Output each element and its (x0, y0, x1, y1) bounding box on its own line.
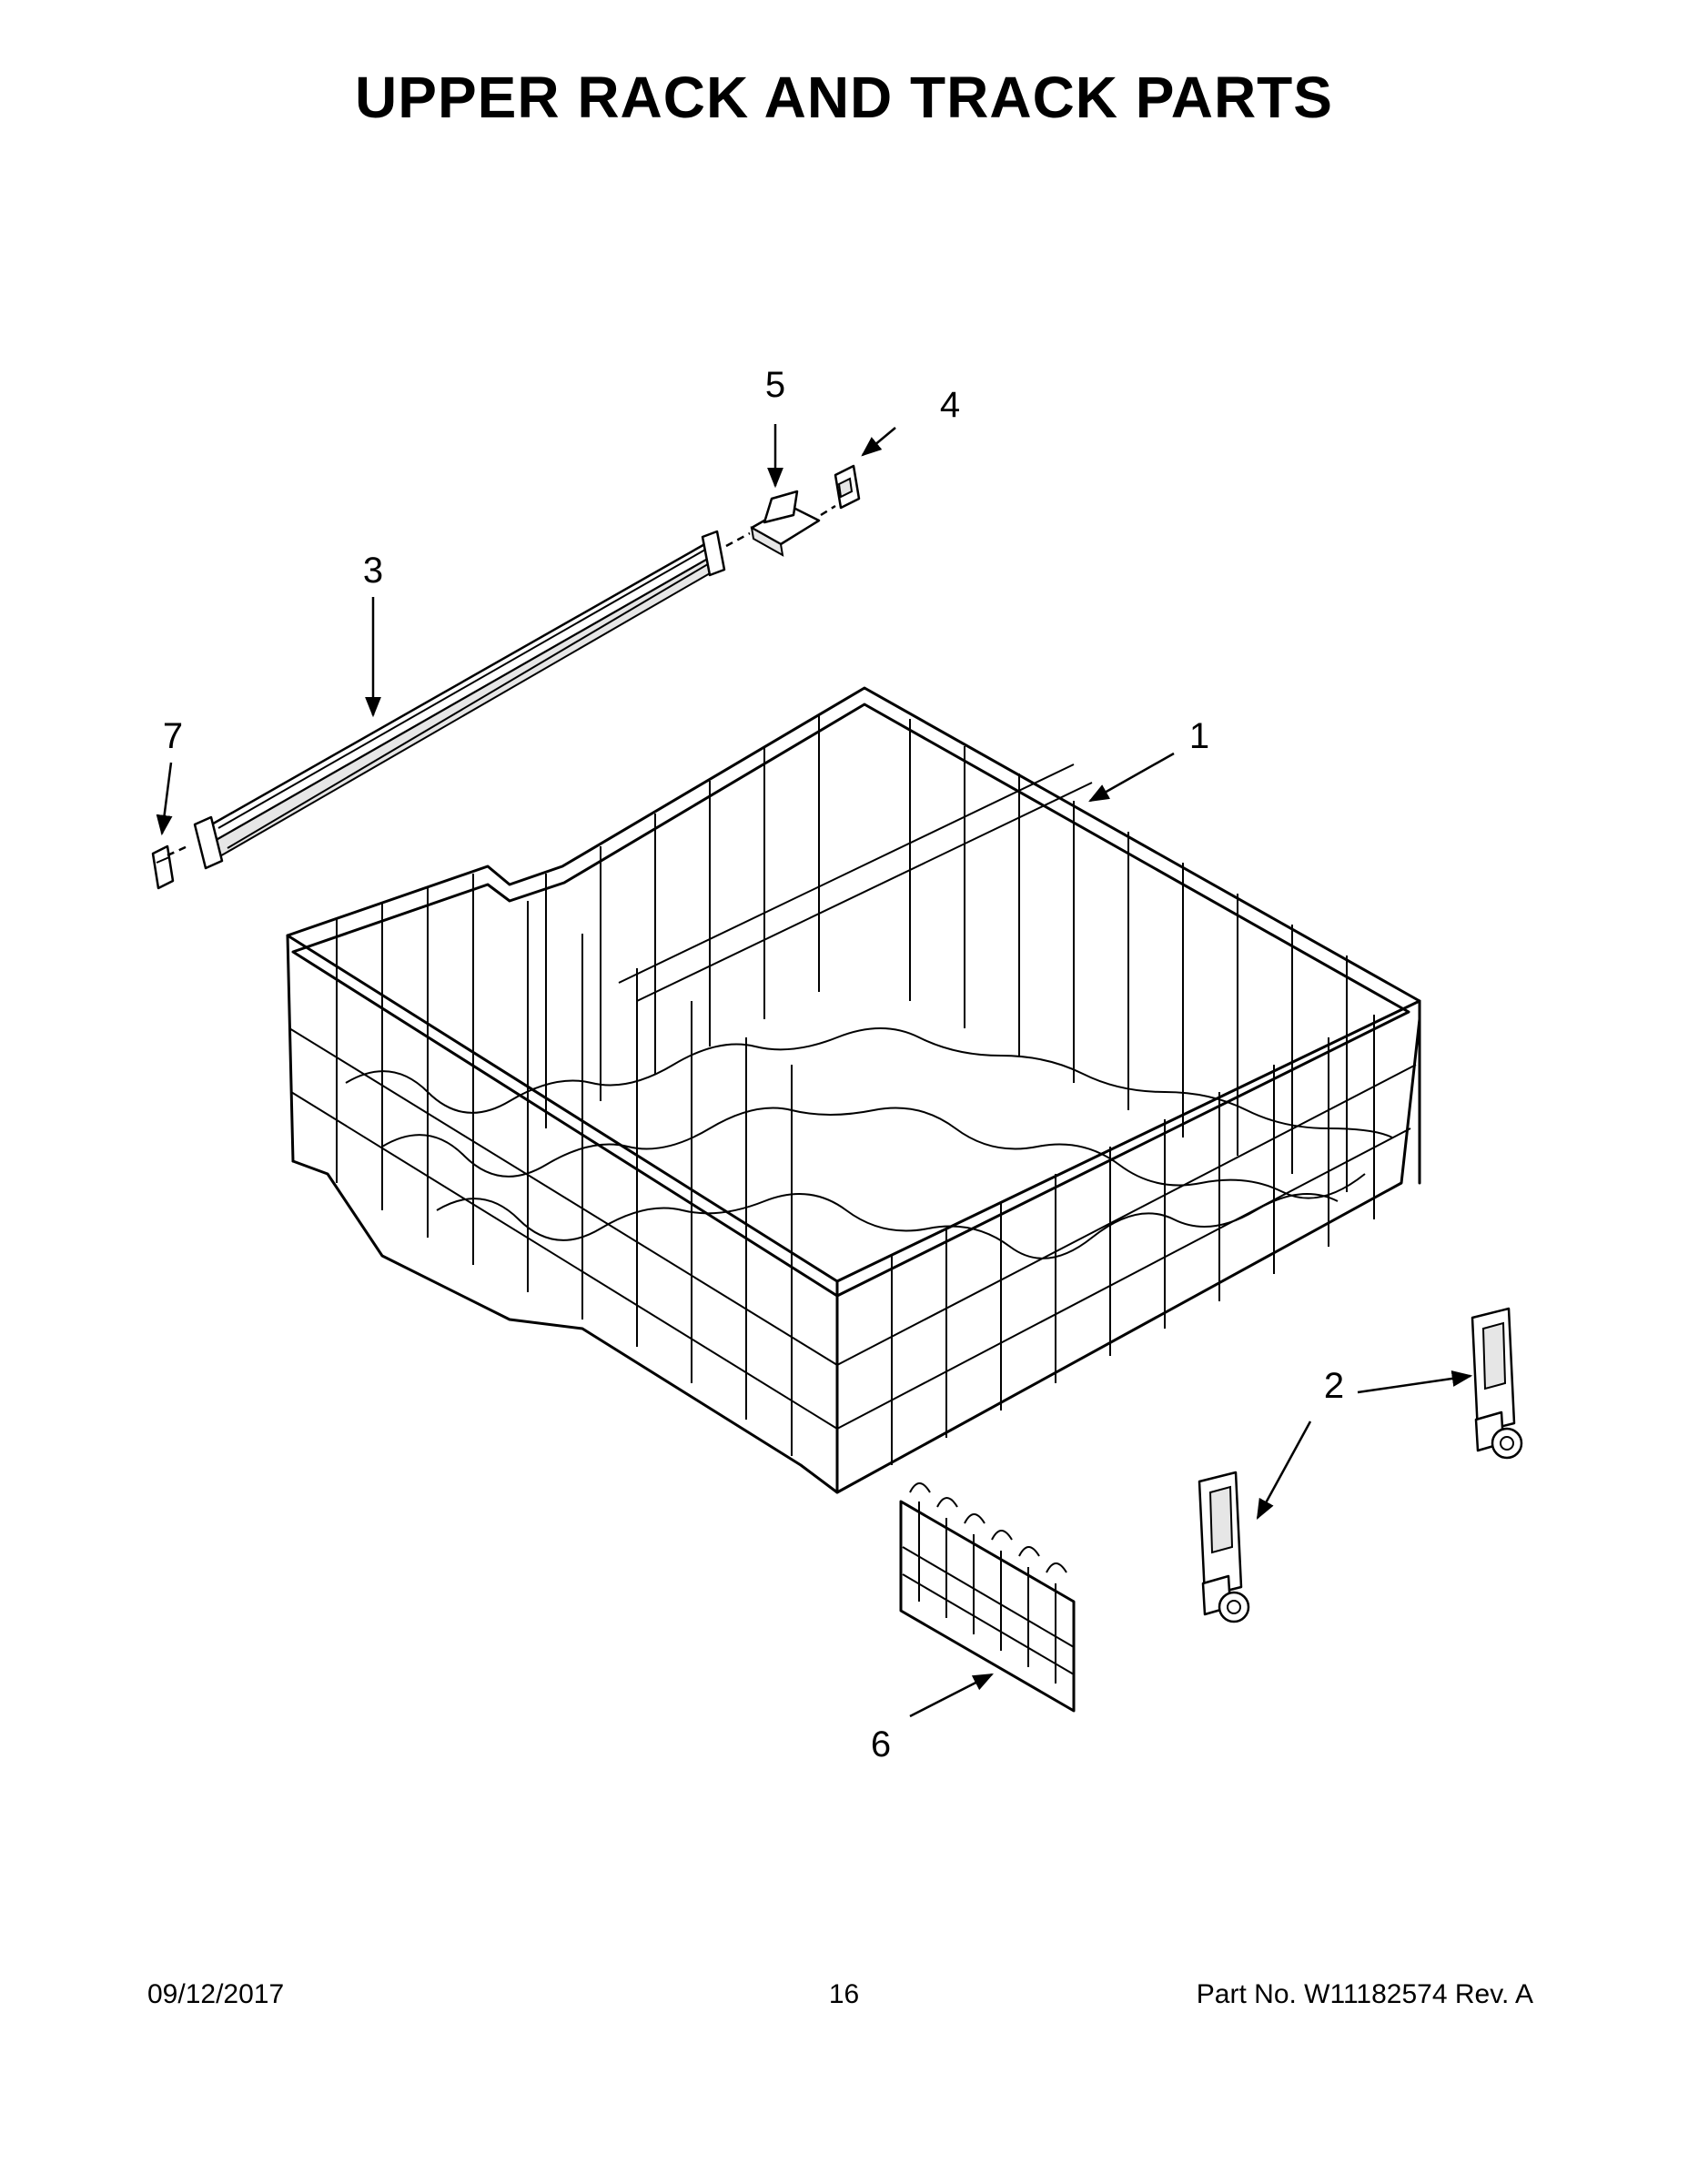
callout-5: 5 (765, 365, 785, 405)
footer-part-number: Part No. W11182574 Rev. A (1196, 1979, 1533, 2009)
callout-1: 1 (1189, 716, 1209, 756)
rack-adjuster-rear (1471, 1307, 1523, 1460)
rack-adjuster-front (1198, 1471, 1250, 1623)
rail-end-cap (151, 844, 175, 890)
footer-date: 09/12/2017 (147, 1979, 285, 2009)
callout-2: 2 (1324, 1366, 1344, 1406)
end-clip (834, 464, 861, 510)
track-rail (193, 530, 726, 870)
callout-4: 4 (940, 385, 960, 425)
callout-6: 6 (871, 1724, 891, 1764)
callout-3: 3 (363, 551, 383, 591)
page-title: UPPER RACK AND TRACK PARTS (355, 65, 1333, 130)
rail-stop (750, 490, 821, 557)
callout-7: 7 (163, 716, 183, 756)
footer-page-number: 16 (828, 1979, 860, 2009)
upper-rack-basket (286, 686, 1421, 1494)
folding-tine-insert (899, 1482, 1076, 1713)
leader-lines (156, 424, 1473, 1718)
